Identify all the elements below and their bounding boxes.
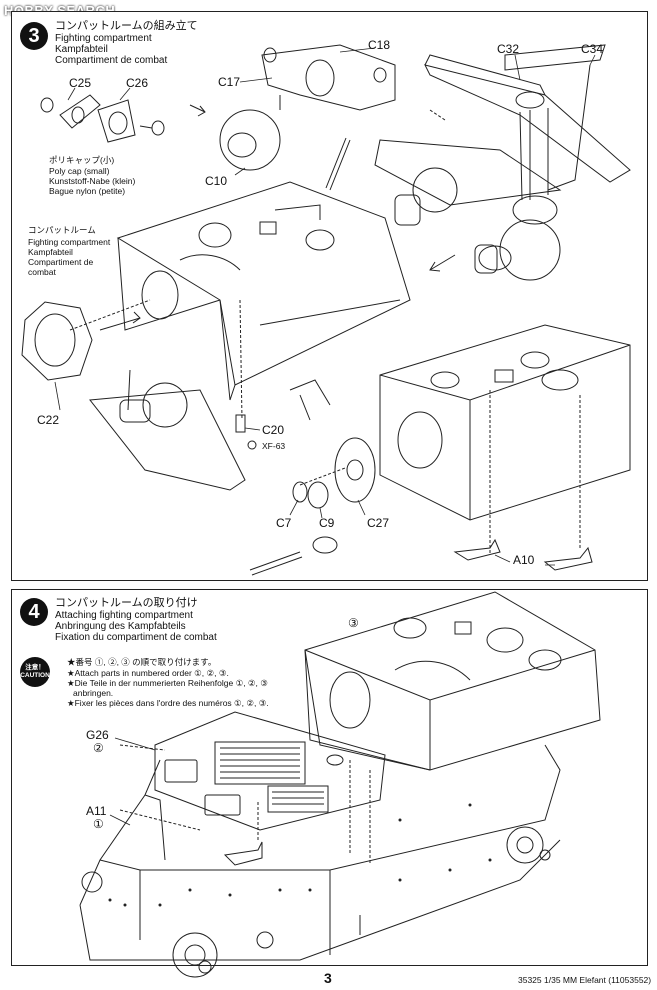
step-4-number: 4	[20, 598, 48, 626]
c25-c26-subassembly	[40, 94, 165, 143]
compartment-note-jp: コンパットルーム	[28, 225, 96, 235]
step-4-title-fr: Fixation du compartiment de combat	[55, 632, 217, 643]
step-4-note-4: anbringen.	[73, 688, 114, 698]
paint-label-xf63: XF-63	[262, 441, 286, 451]
part-label-c25: C25	[69, 76, 92, 90]
order-1-marker: ①	[93, 817, 104, 831]
part-label-c27: C27	[367, 516, 390, 530]
compartment-note-fr-2: combat	[28, 267, 56, 277]
part-label-c34: C34	[581, 42, 604, 56]
compartment-note-de: Kampfabteil	[28, 247, 73, 257]
step-4-title-de: Anbringung des Kampfabteils	[55, 621, 186, 632]
part-label-c10: C10	[205, 174, 228, 188]
step-3-number: 3	[20, 22, 48, 50]
part-label-c32: C32	[497, 42, 520, 56]
polycap-note-en: Poly cap (small)	[49, 166, 110, 176]
step-3-title-en: Fighting compartment	[55, 33, 152, 44]
part-label-c26: C26	[126, 76, 149, 90]
step-3-title-de: Kampfabteil	[55, 44, 108, 55]
polycap-note-jp: ポリキャップ(小)	[49, 155, 115, 165]
caution-badge: 注意！ CAUTION	[20, 657, 50, 687]
polycap-note-fr: Bague nylon (petite)	[49, 186, 126, 196]
order-3-marker: ③	[348, 616, 359, 630]
compartment-note-en: Fighting compartment	[28, 237, 111, 247]
part-label-g26: G26	[86, 728, 109, 742]
part-label-c7: C7	[276, 516, 292, 530]
step-4-title-en: Attaching fighting compartment	[55, 610, 193, 621]
order-2-marker: ②	[93, 741, 104, 755]
step-3-illustration	[21, 44, 631, 576]
part-label-c17: C17	[218, 75, 241, 89]
step-4-note-1: ★番号 ①, ②, ③ の順で取り付けます。	[67, 657, 217, 667]
step-4-illustration	[79, 591, 601, 978]
step-3-title-fr: Compartiment de combat	[55, 55, 168, 66]
part-label-c20: C20	[262, 423, 285, 437]
part-label-c18: C18	[368, 38, 391, 52]
page-number: 3	[324, 970, 332, 986]
step-4-title-jp: コンパットルームの取り付け	[55, 597, 198, 609]
part-label-a11: A11	[86, 804, 107, 818]
part-label-c9: C9	[319, 516, 335, 530]
step-4-note-5: ★Fixer les pièces dans l'ordre des numér…	[67, 698, 269, 708]
step-4-note-3: ★Die Teile in der nummerierten Reihenfol…	[67, 678, 268, 688]
polycap-note-de: Kunststoff-Nabe (klein)	[49, 176, 136, 186]
footer-product-code: 35325 1/35 MM Elefant (11053552)	[518, 975, 652, 985]
part-label-a10: A10	[513, 553, 535, 567]
step-4-note-2: ★Attach parts in numbered order ①, ②, ③.	[67, 668, 229, 678]
part-label-c22: C22	[37, 413, 60, 427]
step-3-panel	[11, 11, 648, 581]
step-3-title-jp: コンパットルームの組み立て	[55, 20, 198, 32]
compartment-note-fr-1: Compartiment de	[28, 257, 94, 267]
